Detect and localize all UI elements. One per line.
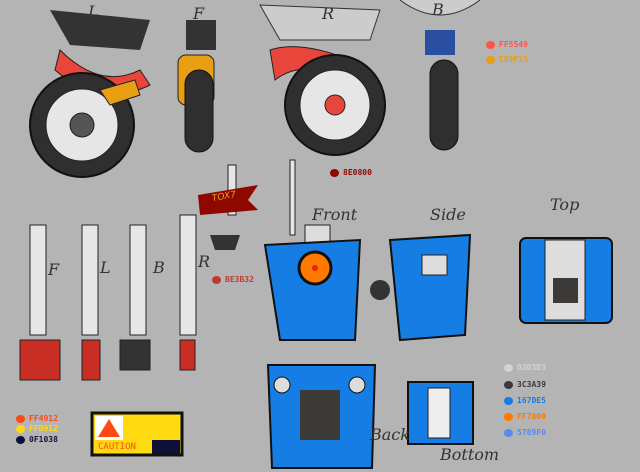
swatch-caution-3: 0F1038 xyxy=(16,435,58,444)
color-dot xyxy=(504,363,513,372)
swatch-hex: 0F1038 xyxy=(29,435,58,444)
swatch-caution-1: FF4912 xyxy=(16,414,58,423)
wheel-back-view xyxy=(399,0,481,151)
swatch-hex: FF7800 xyxy=(517,412,546,421)
body-back-view xyxy=(266,364,377,469)
color-dot xyxy=(330,168,339,177)
color-dot xyxy=(16,424,25,433)
swatch-arm: BE3B32 xyxy=(212,275,254,284)
swatch-hex: FF4912 xyxy=(29,414,58,423)
color-dot xyxy=(486,55,495,64)
arms xyxy=(19,214,197,381)
swatch-body-2: 3C3A39 xyxy=(504,380,546,389)
label-body-back: Back xyxy=(370,425,410,444)
label-back-view: B xyxy=(432,0,444,19)
color-dot xyxy=(504,428,513,437)
color-dot xyxy=(486,40,495,49)
swatch-wheel-2: E89F13 xyxy=(486,55,528,64)
label-body-top: Top xyxy=(550,195,580,214)
swatch-hex: 5789F0 xyxy=(517,428,546,437)
color-dot xyxy=(504,396,513,405)
color-dot xyxy=(16,435,25,444)
label-body-bottom: Bottom xyxy=(440,445,500,464)
swatch-hex: 3C3A39 xyxy=(517,380,546,389)
body-side-view xyxy=(370,233,472,342)
body-front-view xyxy=(263,224,362,341)
swatch-body-3: 167DE5 xyxy=(504,396,546,405)
color-dot xyxy=(504,380,513,389)
swatch-hex: FFD912 xyxy=(29,424,58,433)
wheel-right-view xyxy=(259,4,386,156)
wheel-left-view xyxy=(29,10,151,178)
swatch-caution-2: FFD912 xyxy=(16,424,58,433)
label-front-view: F xyxy=(193,4,205,23)
label-arm-right: R xyxy=(198,252,211,271)
swatch-hex: 167DE5 xyxy=(517,396,546,405)
swatch-hex: FF5549 xyxy=(499,40,528,49)
label-left-view: L xyxy=(88,2,99,21)
label-body-side: Side xyxy=(430,205,466,224)
label-right-view: R xyxy=(322,4,335,23)
swatch-wheel-1: FF5549 xyxy=(486,40,528,49)
swatch-hex: 8E0800 xyxy=(343,168,372,177)
antenna-flag xyxy=(198,159,296,250)
swatch-hex: E89F13 xyxy=(499,55,528,64)
wheel-front-view xyxy=(177,20,216,153)
swatch-hex: D3D3D3 xyxy=(517,363,546,372)
color-dot xyxy=(504,412,513,421)
swatch-hex: BE3B32 xyxy=(225,275,254,284)
caution-text: CAUTION xyxy=(98,442,136,452)
body-bottom-view xyxy=(407,381,474,445)
label-body-front: Front xyxy=(312,205,358,224)
body-top-view xyxy=(519,237,613,324)
label-arm-left: L xyxy=(100,258,111,277)
swatch-body-4: FF7800 xyxy=(504,412,546,421)
caution-sign xyxy=(90,411,184,457)
color-dot xyxy=(212,275,221,284)
label-arm-back: B xyxy=(153,258,165,277)
swatch-body-5: 5789F0 xyxy=(504,428,546,437)
label-arm-front: F xyxy=(48,260,60,279)
color-dot xyxy=(16,414,25,423)
swatch-flag: 8E0800 xyxy=(330,168,372,177)
swatch-body-1: D3D3D3 xyxy=(504,363,546,372)
